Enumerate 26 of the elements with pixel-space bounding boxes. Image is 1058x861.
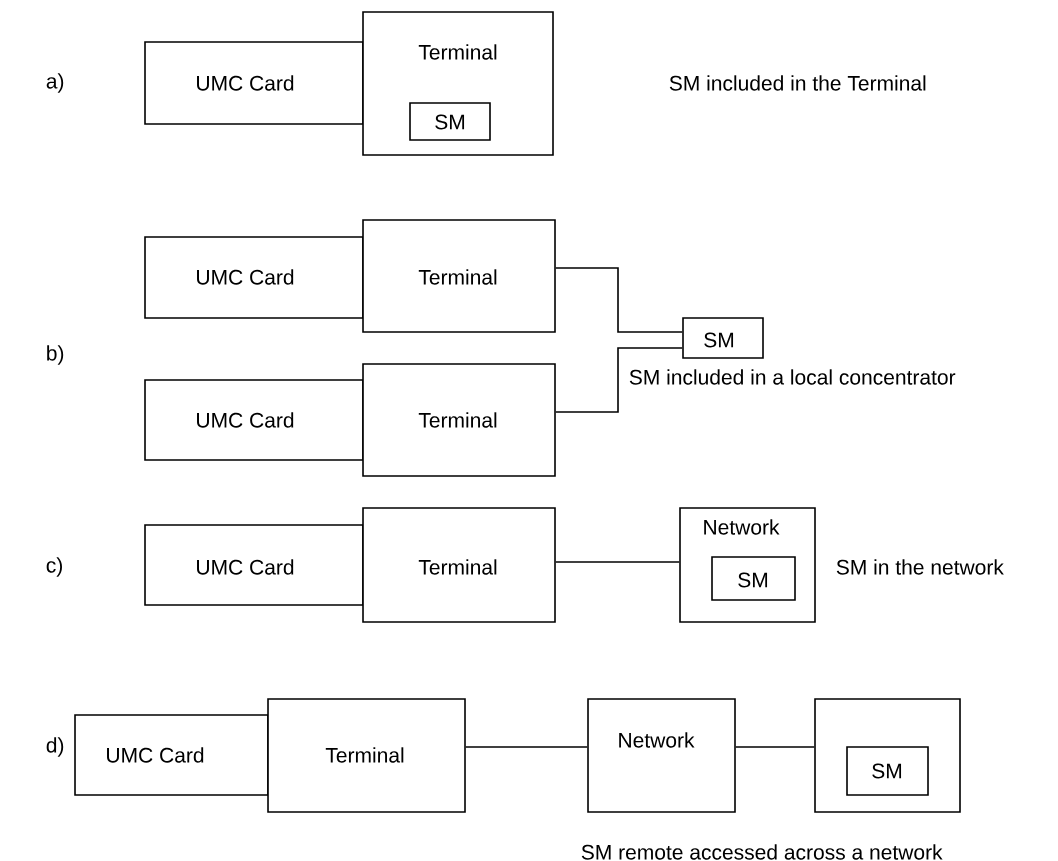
card-box: UMC Card: [144, 41, 364, 125]
row-letter: c): [46, 557, 62, 577]
terminal-box: Terminal: [362, 363, 556, 477]
sm-box: SM: [846, 746, 929, 796]
sm-box: SM: [682, 317, 764, 359]
caption: SM in the network: [836, 559, 1004, 575]
caption: SM included in a local concentrator: [629, 369, 956, 385]
terminal-box: Terminal: [362, 507, 556, 623]
connector-line: [465, 746, 588, 748]
sm-box: SM: [711, 556, 796, 601]
network-box: Network: [587, 698, 736, 813]
caption: SM included in the Terminal: [669, 75, 926, 91]
connector-line: [555, 561, 680, 563]
row-letter: b): [47, 345, 64, 365]
connector-line: [555, 347, 683, 413]
card-box: UMC Card: [144, 236, 364, 319]
caption: SM remote accessed across a network: [581, 844, 943, 860]
connector-line: [555, 267, 683, 333]
row-letter: a): [46, 73, 64, 93]
sm-box: SM: [409, 102, 491, 141]
terminal-box: Terminal: [362, 219, 556, 333]
card-box: UMC Card: [144, 379, 364, 461]
card-box: UMC Card: [144, 524, 364, 606]
card-box: UMC Card: [74, 714, 269, 796]
connector-line: [735, 746, 815, 748]
terminal-box: Terminal: [267, 698, 466, 813]
